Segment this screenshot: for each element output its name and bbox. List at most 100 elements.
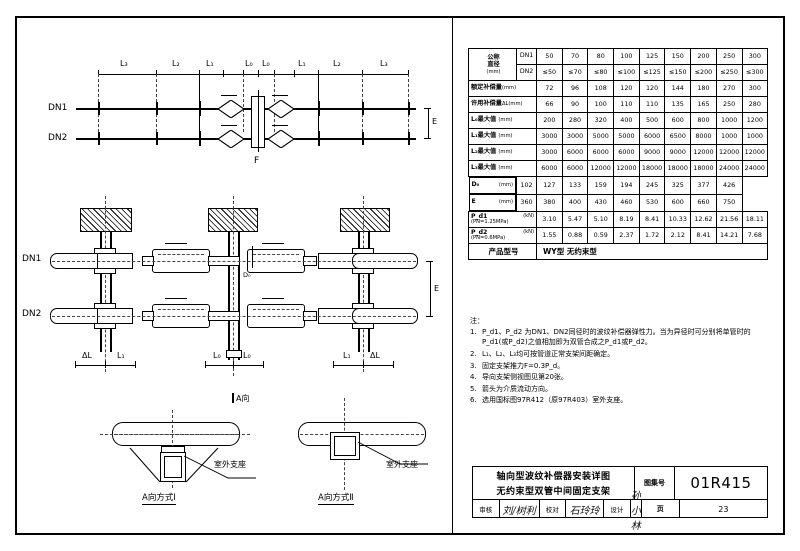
cell-d0: 102 — [516, 176, 537, 195]
cell-rated: 96 — [561, 80, 589, 97]
table-row-dn1: 公称 直径 (mm) DN1 50 70 80 100 125 150 200 … — [468, 48, 769, 81]
cell-l2: 12000 — [741, 144, 769, 161]
cell-pd2: 7.68 — [741, 227, 769, 244]
note-text: P_d1、P_d2 为DN1、DN2同径时的波纹补偿器弹性力。当为异径时可分别将… — [482, 328, 751, 347]
cell-allow: 250 — [715, 96, 743, 113]
flow-arrow — [262, 243, 284, 244]
elev-centerline-right — [363, 196, 364, 372]
row-label-e: E — [471, 198, 476, 206]
cell-rated: 270 — [715, 80, 743, 97]
dim-tick — [294, 70, 295, 77]
row-unit-pd1: (kN) — [523, 212, 534, 219]
row-unit-l3max: (mm) — [498, 165, 513, 172]
row-label-pd2: P_d2 — [471, 228, 488, 236]
cell-d0: 133 — [561, 176, 589, 195]
cell-e: 360 — [516, 193, 537, 212]
cell-e: 430 — [587, 193, 615, 212]
cell-e: 600 — [664, 193, 692, 212]
cell-l3: 6000 — [536, 160, 563, 177]
plan-dn1-label: DN1 — [48, 103, 68, 113]
table-row-e: E(mm) 360 380 400 430 460 530 600 660 75… — [468, 193, 768, 212]
dim-tick — [393, 361, 394, 368]
cell-l2: 9000 — [638, 144, 666, 161]
note-item: 5.箭头为介质流动方向。 — [470, 384, 770, 394]
review-label: 审核 — [473, 500, 500, 518]
dim-tick — [426, 261, 433, 262]
note-number: 1. — [470, 328, 477, 337]
dim-tick — [362, 70, 363, 77]
cell-d0: 377 — [690, 176, 717, 195]
row-label-l1max: L₁最大值 — [471, 132, 497, 140]
table-row-pd1: P_d1(kN) (PN=1.25MPa) 3.10 5.47 5.10 8.1… — [468, 211, 769, 228]
cell-dn1: 200 — [690, 48, 717, 65]
table-row-rated-comp: 额定补偿量(mm) 72 96 108 120 120 144 180 270 … — [468, 80, 769, 97]
note-item: 4.导向支架侧视图见第20张。 — [470, 372, 770, 382]
cell-l1: 8000 — [690, 128, 717, 145]
plan-center-line — [258, 90, 259, 152]
cell-d0: 127 — [536, 176, 563, 195]
cell-l1: 3000 — [536, 128, 563, 145]
row-label-nominal-2: 直径 — [487, 61, 500, 69]
plan-e-dim-line — [428, 108, 429, 138]
elev-dim-label: L₀ — [213, 351, 221, 360]
plan-section-mark: F — [254, 156, 260, 166]
d0-dim-line — [252, 246, 253, 268]
detail-right-caption: A向方式Ⅱ — [318, 493, 354, 505]
row-unit-d0: (mm) — [498, 181, 513, 188]
dim-tick — [243, 70, 244, 77]
dim-tick — [75, 361, 76, 368]
plan-dim-label: L₂ — [333, 59, 341, 68]
cell-pd2: 2.37 — [613, 227, 640, 244]
drawing-title-line1: 轴向型波纹补偿器安装详图 — [496, 472, 611, 482]
row-label-l0max: L₀最大值 — [471, 116, 497, 124]
row-note-pd2: (PN=0.6MPa) — [471, 235, 506, 242]
plan-dim-label: L₁ — [298, 59, 306, 68]
plan-bellows-dn1-right — [268, 100, 294, 118]
note-number: 6. — [470, 396, 477, 405]
row-label-dn2: DN2 — [516, 64, 537, 81]
cell-dn2: ≤200 — [690, 64, 717, 81]
table-row-allow-comp: 许用补偿量ΔL(mm) 66 90 100 110 110 135 165 25… — [468, 96, 769, 113]
plan-dim-label: L₃ — [120, 59, 128, 68]
plan-e-label: E — [432, 117, 438, 126]
cell-l3: 24000 — [741, 160, 769, 177]
cell-l1: 5000 — [587, 128, 615, 145]
cell-l2: 6000 — [587, 144, 615, 161]
cell-pd1: 5.10 — [587, 211, 615, 228]
detail-left-support-label: 室外支座 — [214, 460, 246, 469]
bellows-dn2-inner — [158, 309, 204, 310]
plan-dn1-pipe — [76, 108, 416, 110]
cell-allow: 90 — [561, 96, 589, 113]
elev-centerline-left — [105, 196, 106, 372]
detail-right-channel-inner — [334, 436, 356, 456]
cell-l3: 12000 — [587, 160, 615, 177]
cell-d0: 245 — [638, 176, 666, 195]
cell-l2: 3000 — [536, 144, 563, 161]
cell-pd2: 2.12 — [664, 227, 692, 244]
flow-arrow — [272, 95, 288, 96]
note-number: 2. — [470, 349, 477, 358]
cell-dn1: 70 — [561, 48, 589, 65]
cell-dn1: 80 — [587, 48, 615, 65]
table-row-pd2: P_d2(kN) (PN=0.6MPa) 1.55 0.88 0.59 2.37… — [468, 227, 769, 244]
cell-l2: 6000 — [561, 144, 589, 161]
cell-d0: 325 — [664, 176, 692, 195]
dim-chain-center — [205, 365, 263, 366]
structure-hatch-left — [80, 208, 132, 232]
title-block-row-main: 轴向型波纹补偿器安装详图 无约束型双管中间固定支架 图集号 01R415 — [473, 467, 767, 500]
clamp-plate — [352, 323, 374, 329]
bellows-dn2-inner — [253, 309, 299, 310]
table-row-model: 产品型号 WY型 无约束型 — [468, 243, 769, 260]
cell-allow: 165 — [690, 96, 717, 113]
flow-arrow — [221, 95, 237, 96]
design-label: 设计 — [604, 500, 631, 518]
cell-rated: 72 — [536, 80, 563, 97]
row-unit-l2max: (mm) — [498, 149, 513, 156]
hanger-rod-center-2 — [238, 232, 240, 360]
row-note-pd1: (PN=1.25MPa) — [471, 219, 509, 226]
elev-dn2-axis — [52, 316, 416, 317]
table-row-l0max: L₀最大值 (mm) 200 280 320 400 500 600 800 1… — [468, 112, 769, 129]
plan-support — [199, 131, 201, 146]
plan-support — [199, 101, 201, 116]
detail-left-leader — [184, 455, 256, 479]
